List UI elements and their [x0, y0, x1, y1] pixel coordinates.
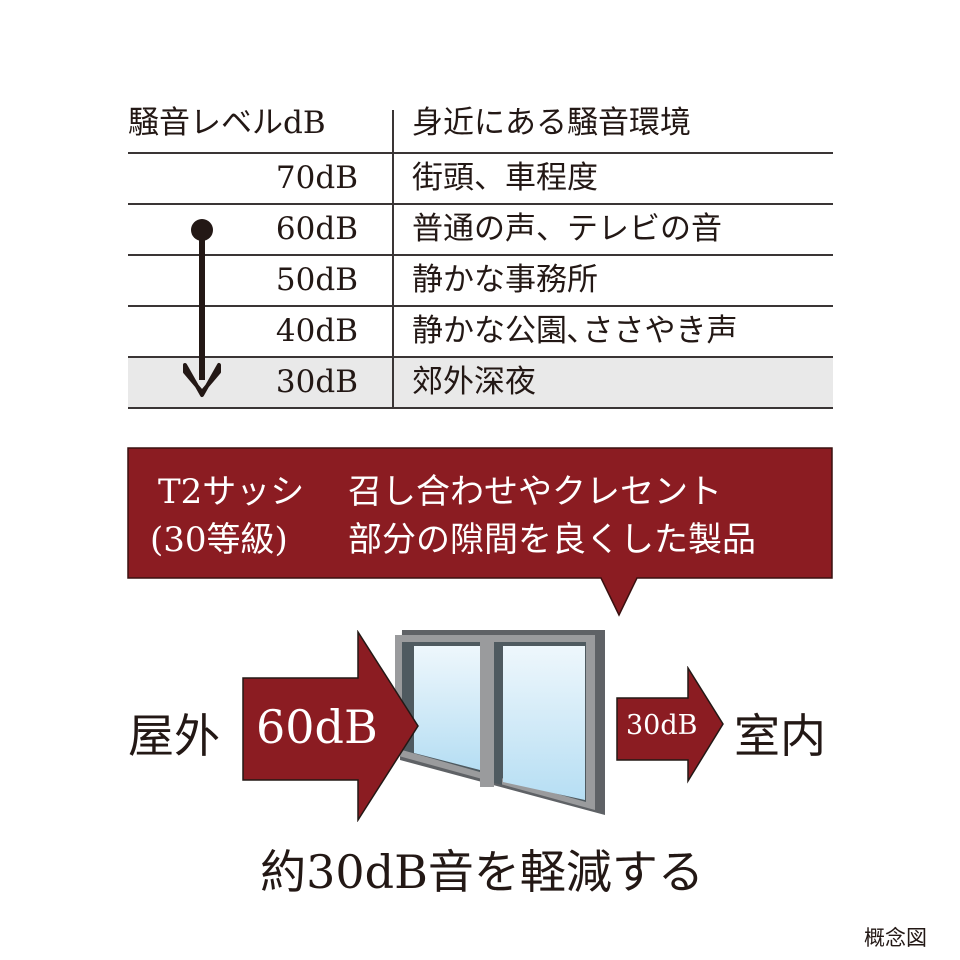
- outside-level: 60dB: [256, 700, 378, 754]
- inside-label: 室内: [734, 709, 826, 763]
- callout-box: [127, 447, 833, 617]
- down-arrow-icon: [183, 219, 221, 397]
- header-level: 騒音レベルdB: [128, 105, 326, 141]
- outside-noise-arrow: [242, 630, 419, 822]
- outside-label: 屋外: [128, 709, 220, 763]
- callout-desc-line2: 部分の隙間を良くした製品: [348, 520, 756, 560]
- concept-note: 概念図: [864, 926, 927, 950]
- inside-level: 30dB: [626, 710, 698, 741]
- result-text: 約30dB音を軽減する: [260, 845, 704, 899]
- callout-product-line2: (30等級): [150, 520, 288, 560]
- inside-noise-arrow: [616, 666, 724, 784]
- column-divider: [392, 110, 394, 408]
- window-icon: [395, 630, 605, 815]
- highlight-row: [128, 357, 833, 408]
- callout-product-line1: T2サッシ: [158, 472, 305, 512]
- callout-desc-line1: 召し合わせやクレセント: [348, 472, 722, 512]
- header-env: 身近にある騒音環境: [412, 105, 691, 141]
